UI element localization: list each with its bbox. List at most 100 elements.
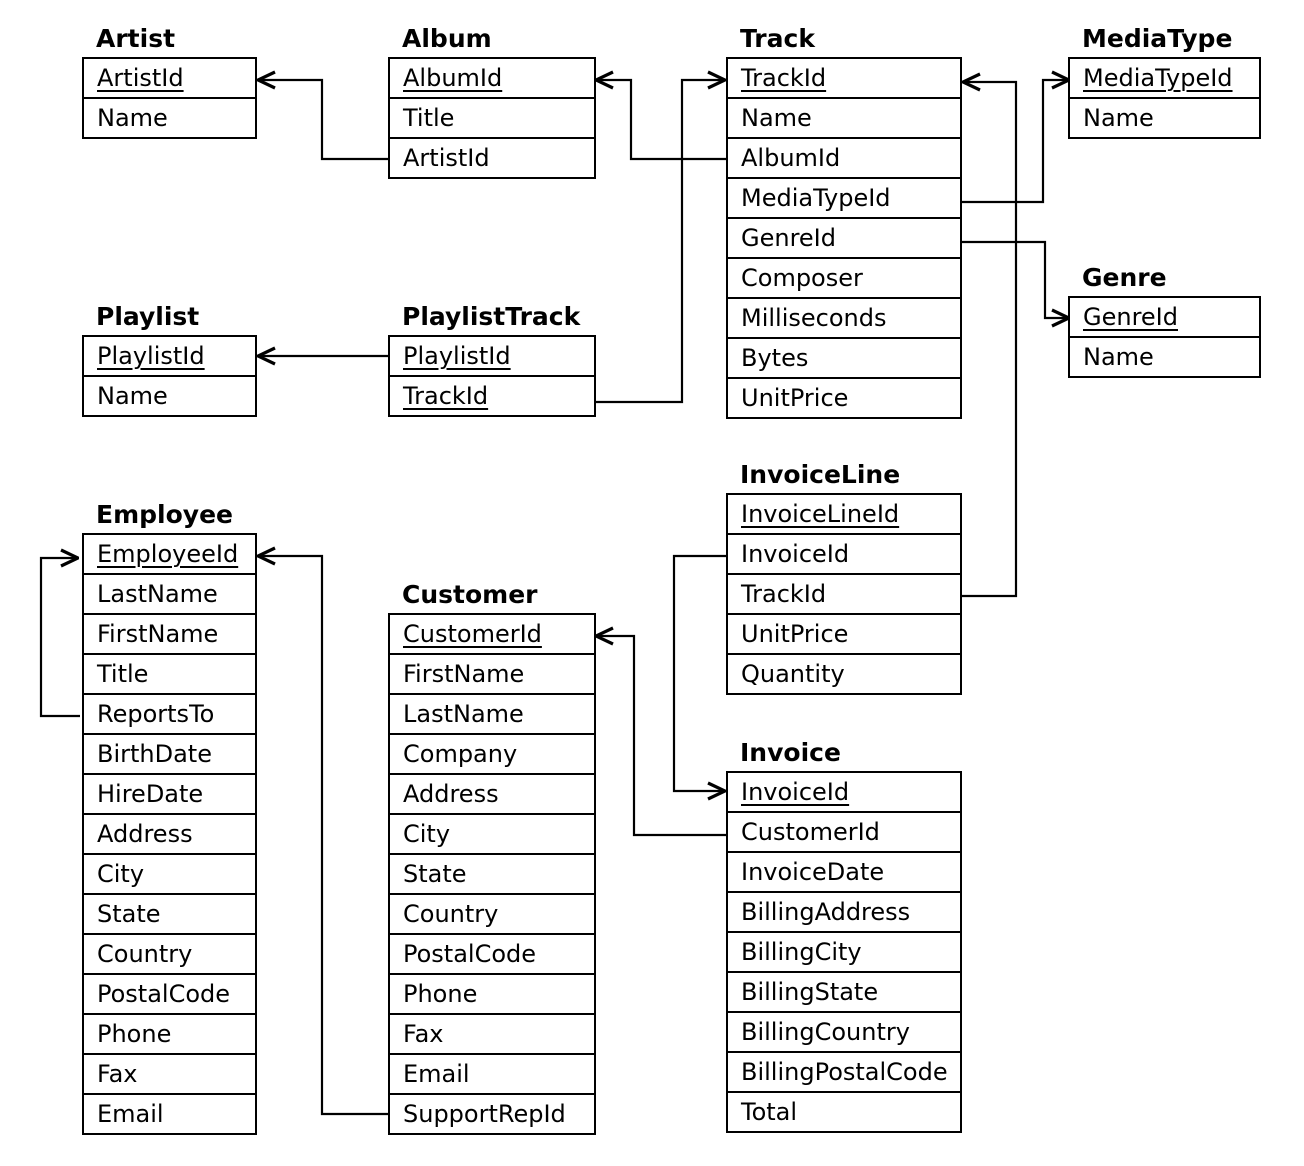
entity-title: Customer: [402, 580, 538, 609]
field-name: PlaylistId: [97, 342, 205, 370]
field-name: UnitPrice: [741, 620, 849, 648]
field-name: Name: [1083, 104, 1154, 132]
field-row: InvoiceId: [728, 533, 960, 573]
field-name: State: [97, 900, 161, 928]
field-name: EmployeeId: [97, 540, 239, 568]
field-name: Name: [97, 382, 168, 410]
field-name: Country: [97, 940, 193, 968]
primary-key-field: EmployeeId: [84, 535, 255, 573]
primary-key-field: GenreId: [1070, 298, 1259, 336]
field-row: GenreId: [728, 217, 960, 257]
primary-key-field: PlaylistId: [84, 337, 255, 375]
field-name: ArtistId: [97, 64, 184, 92]
connector-track-album: [596, 80, 727, 161]
field-name: FirstName: [403, 660, 525, 688]
field-name: AlbumId: [741, 144, 841, 172]
field-name: InvoiceId: [741, 540, 850, 568]
field-row: Milliseconds: [728, 297, 960, 337]
entity-title: PlaylistTrack: [402, 302, 581, 331]
field-row: UnitPrice: [728, 613, 960, 653]
field-name: Company: [403, 740, 518, 768]
field-row: InvoiceDate: [728, 851, 960, 891]
field-row: LastName: [390, 693, 594, 733]
field-name: CustomerId: [403, 620, 542, 648]
field-name: GenreId: [1083, 303, 1178, 331]
primary-key-field: CustomerId: [390, 615, 594, 653]
field-name: Fax: [403, 1020, 444, 1048]
field-row: City: [390, 813, 594, 853]
field-name: UnitPrice: [741, 384, 849, 412]
field-name: GenreId: [741, 224, 836, 252]
field-name: BirthDate: [97, 740, 212, 768]
connector-track-genre: [961, 240, 1069, 318]
field-name: HireDate: [97, 780, 204, 808]
field-row: AlbumId: [728, 137, 960, 177]
primary-key-field: AlbumId: [390, 59, 594, 97]
field-row: ReportsTo: [84, 693, 255, 733]
field-name: SupportRepId: [403, 1100, 566, 1128]
field-name: Country: [403, 900, 499, 928]
field-row: Phone: [84, 1013, 255, 1053]
connector-invoiceline-track: [961, 82, 1018, 598]
field-name: Bytes: [741, 344, 809, 372]
field-name: PlaylistId: [403, 342, 511, 370]
field-name: Milliseconds: [741, 304, 887, 332]
entity-title: Invoice: [740, 738, 841, 767]
field-row: State: [390, 853, 594, 893]
field-name: Name: [97, 104, 168, 132]
field-row: City: [84, 853, 255, 893]
field-row: Name: [84, 97, 255, 137]
field-row: UnitPrice: [728, 377, 960, 417]
entity-title: Track: [740, 24, 815, 53]
field-name: TrackId: [403, 382, 489, 410]
field-row: Fax: [390, 1013, 594, 1053]
field-name: CustomerId: [741, 818, 880, 846]
field-row: Title: [390, 97, 594, 137]
field-row: CustomerId: [728, 811, 960, 851]
field-name: AlbumId: [403, 64, 503, 92]
entity-title: Album: [402, 24, 492, 53]
field-row: Name: [1070, 336, 1259, 376]
connector-invoice-customer: [596, 636, 727, 837]
field-row: Title: [84, 653, 255, 693]
field-name: MediaTypeId: [741, 184, 891, 212]
primary-key-field: InvoiceLineId: [728, 495, 960, 533]
field-row: BillingAddress: [728, 891, 960, 931]
field-row: Composer: [728, 257, 960, 297]
field-row: BillingState: [728, 971, 960, 1011]
field-name: Name: [1083, 343, 1154, 371]
field-name: Name: [741, 104, 812, 132]
field-name: ReportsTo: [97, 700, 215, 728]
field-name: BillingState: [741, 978, 879, 1006]
field-row: TrackId: [728, 573, 960, 613]
field-name: State: [403, 860, 467, 888]
field-name: Title: [403, 104, 455, 132]
field-row: BillingPostalCode: [728, 1051, 960, 1091]
field-name: Email: [97, 1100, 164, 1128]
field-name: TrackId: [741, 64, 827, 92]
field-name: LastName: [403, 700, 524, 728]
field-name: City: [97, 860, 145, 888]
connector-employee-reportsto: [39, 558, 80, 718]
connector-playlisttrack-track: [595, 80, 725, 404]
field-row: Country: [84, 933, 255, 973]
field-row: Name: [1070, 97, 1259, 137]
field-name: LastName: [97, 580, 218, 608]
primary-key-field: PlaylistId: [390, 337, 594, 375]
